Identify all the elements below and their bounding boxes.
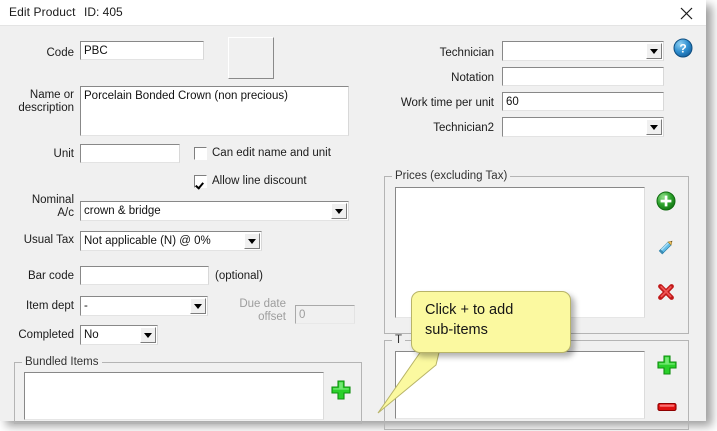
sub-items-groupbox-title: T: [392, 334, 406, 346]
help-button[interactable]: ?: [673, 38, 693, 63]
svg-text:?: ?: [679, 42, 686, 56]
usual-tax-select[interactable]: Not applicable (N) @ 0%: [80, 231, 262, 251]
work-time-per-unit-label: Work time per unit: [400, 97, 494, 109]
delete-price-button[interactable]: [656, 282, 676, 307]
tooltip-text: Click + to add sub-items: [425, 302, 514, 338]
chevron-down-icon[interactable]: [190, 298, 206, 314]
window-titlebar: Edit Product ID: 405: [0, 0, 706, 26]
usual-tax-value: Not applicable (N) @ 0%: [84, 235, 211, 247]
remove-sub-item-button[interactable]: [657, 400, 677, 418]
red-minus-icon: [657, 400, 677, 417]
technician2-select[interactable]: [502, 117, 664, 137]
name-description-input[interactable]: [80, 86, 349, 136]
chevron-down-icon[interactable]: [244, 233, 260, 249]
product-id-label: ID: 405: [84, 5, 123, 19]
due-date-offset-input[interactable]: [295, 305, 355, 324]
completed-select[interactable]: No: [80, 325, 158, 345]
notation-label: Notation: [451, 72, 494, 84]
close-window-button[interactable]: [666, 0, 706, 26]
nominal-ac-label: Nominal A/c: [31, 194, 74, 219]
unit-input[interactable]: [80, 144, 180, 163]
bar-code-input[interactable]: [80, 266, 209, 285]
notation-input[interactable]: [502, 67, 664, 86]
red-cross-icon: [656, 284, 676, 306]
product-image-placeholder[interactable]: [228, 37, 274, 79]
bar-code-optional-hint: (optional): [215, 270, 263, 282]
completed-value: No: [84, 329, 99, 341]
bundled-items-groupbox: Bundled Items: [14, 356, 362, 424]
technician-select[interactable]: [502, 41, 664, 61]
edit-price-button[interactable]: [656, 237, 676, 262]
add-bundled-item-button[interactable]: [330, 379, 352, 406]
nominal-ac-select[interactable]: crown & bridge: [80, 201, 349, 221]
form-client-area: Code Name or description Unit Can edit n…: [0, 26, 706, 430]
can-edit-name-unit-checkbox[interactable]: [194, 147, 207, 160]
item-dept-value: -: [84, 300, 88, 312]
window-title: Edit Product: [9, 5, 76, 19]
code-label: Code: [46, 47, 75, 59]
allow-line-discount-checkbox[interactable]: [194, 175, 207, 188]
due-date-offset-label: Due date offset: [239, 298, 286, 323]
chevron-down-icon[interactable]: [331, 203, 347, 219]
code-input[interactable]: [80, 41, 204, 60]
item-dept-select[interactable]: -: [80, 296, 208, 316]
help-question-icon: ?: [673, 38, 693, 62]
can-edit-name-unit-label[interactable]: Can edit name and unit: [212, 147, 331, 159]
nominal-ac-value: crown & bridge: [84, 205, 161, 217]
item-dept-label: Item dept: [26, 300, 74, 312]
add-sub-item-button[interactable]: [656, 354, 678, 381]
edit-product-window: Edit Product ID: 405 Code Name or descri…: [0, 0, 706, 421]
green-circle-plus-icon: [656, 191, 676, 215]
completed-label: Completed: [18, 329, 74, 341]
chevron-down-icon[interactable]: [140, 327, 156, 343]
bundled-items-groupbox-title: Bundled Items: [22, 356, 102, 368]
bar-code-label: Bar code: [27, 270, 74, 282]
pencil-icon: [656, 240, 676, 261]
tooltip-callout: Click + to add sub-items: [411, 291, 571, 353]
technician2-label: Technician2: [433, 122, 494, 134]
name-description-label: Name or description: [18, 89, 74, 114]
add-price-button[interactable]: [656, 191, 676, 216]
close-icon: [680, 7, 693, 20]
chevron-down-icon[interactable]: [646, 119, 662, 135]
allow-line-discount-label[interactable]: Allow line discount: [212, 175, 307, 187]
unit-label: Unit: [53, 148, 74, 160]
prices-groupbox-title: Prices (excluding Tax): [392, 170, 511, 182]
technician-label: Technician: [439, 47, 494, 59]
chevron-down-icon[interactable]: [646, 43, 662, 59]
work-time-per-unit-input[interactable]: [502, 92, 664, 111]
bundled-items-list[interactable]: [24, 372, 324, 420]
green-plus-icon: [656, 355, 678, 380]
green-plus-icon: [330, 380, 352, 405]
usual-tax-label: Usual Tax: [23, 234, 74, 246]
